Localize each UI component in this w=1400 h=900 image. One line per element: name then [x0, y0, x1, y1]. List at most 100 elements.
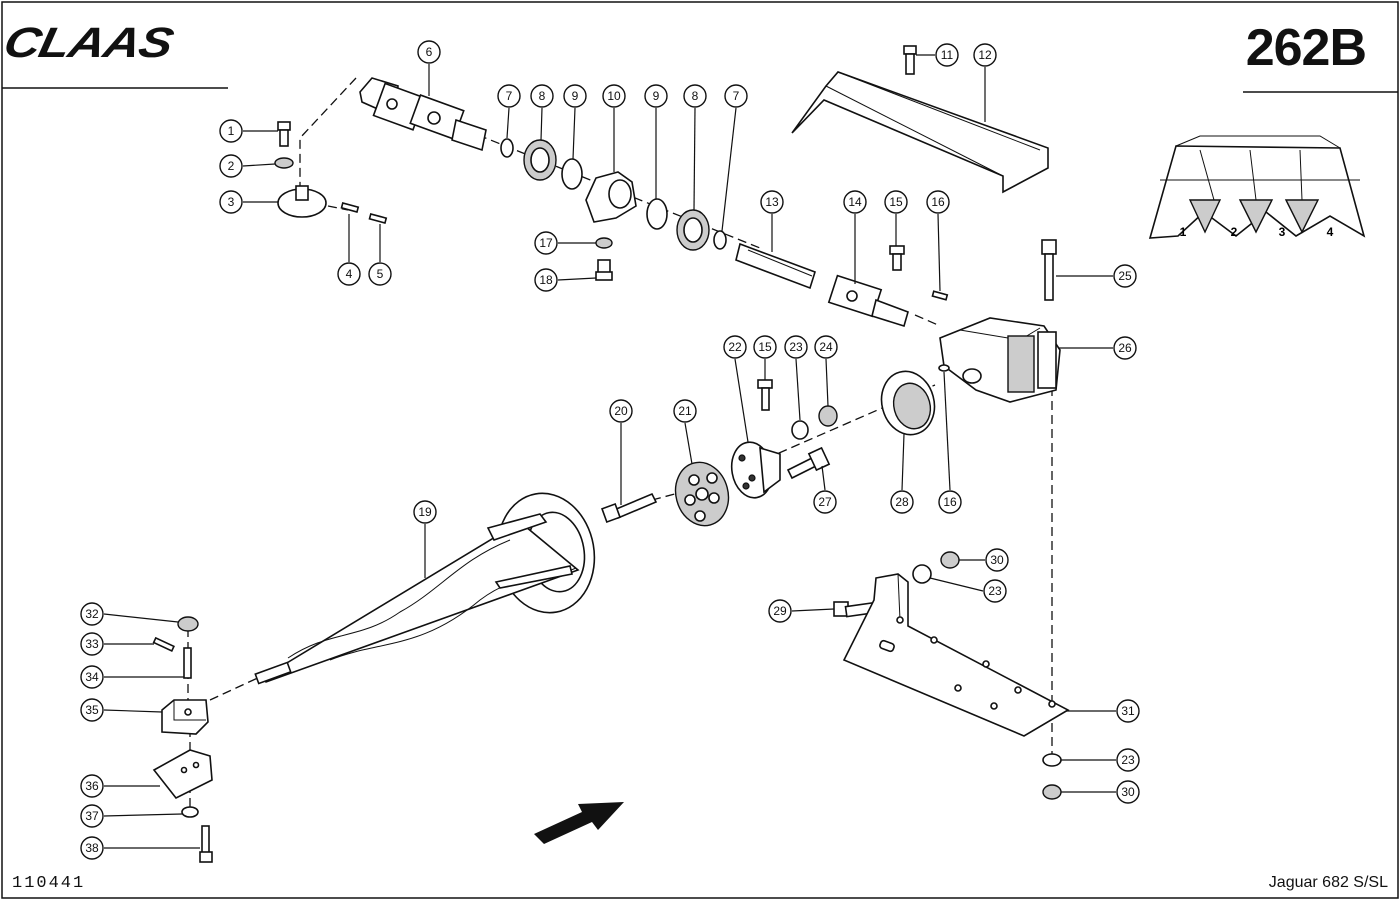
callout-12: 12: [973, 43, 997, 122]
drawing-number: 110441: [12, 874, 86, 893]
screw-part-11: [903, 45, 917, 75]
svg-text:11: 11: [941, 48, 954, 62]
bolt-part-27: [786, 446, 831, 480]
svg-text:25: 25: [1118, 269, 1132, 283]
svg-text:4: 4: [346, 267, 353, 281]
callout-17: 17: [534, 231, 596, 255]
callout-38: 38: [80, 836, 200, 860]
bolt-part-38: [199, 825, 213, 863]
nut-part-30b: [1042, 784, 1062, 800]
housing-part-10: [585, 171, 637, 223]
inset-row-label-4: 4: [1327, 225, 1334, 239]
callout-19: 19: [413, 500, 437, 578]
block-part-35: [161, 699, 209, 735]
svg-text:27: 27: [818, 495, 832, 509]
disc-part-28: [880, 370, 936, 436]
gearbox-part-26: [939, 317, 1061, 403]
callout-4: 4: [337, 214, 361, 286]
svg-text:36: 36: [85, 779, 99, 793]
callout-6: 6: [417, 40, 441, 96]
svg-text:8: 8: [539, 89, 546, 103]
callout-23a: 23: [784, 335, 808, 421]
svg-text:2: 2: [228, 159, 235, 173]
callout-15a: 15: [884, 190, 908, 246]
svg-text:7: 7: [733, 89, 740, 103]
pin-part-33: [152, 636, 175, 653]
callout-35: 35: [80, 698, 163, 722]
bolt-part-18: [595, 259, 613, 281]
washer-part-2: [274, 157, 294, 169]
svg-text:1: 1: [228, 124, 235, 138]
callout-7b: 7: [721, 84, 748, 232]
callout-20: 20: [609, 399, 633, 505]
bolt-part-25: [1041, 239, 1057, 301]
svg-text:29: 29: [773, 604, 787, 618]
coupling-part-21: [674, 461, 730, 527]
flange-part-3: [277, 185, 327, 218]
callout-31: 31: [1066, 699, 1140, 723]
callout-10: 10: [602, 84, 626, 172]
svg-text:8: 8: [692, 89, 699, 103]
callout-29: 29: [768, 599, 835, 623]
svg-text:15: 15: [889, 195, 903, 209]
wedge-part-36: [152, 749, 213, 800]
svg-text:33: 33: [85, 637, 99, 651]
svg-text:30: 30: [990, 553, 1004, 567]
callout-33: 33: [80, 632, 154, 656]
ring-part-9b: [646, 198, 668, 230]
callout-11: 11: [916, 43, 959, 67]
model-label: Jaguar 682 S/SL: [1268, 874, 1388, 891]
svg-text:19: 19: [418, 505, 432, 519]
svg-text:10: 10: [607, 89, 621, 103]
direction-arrow-icon: [534, 802, 624, 844]
washer-part-37: [181, 806, 199, 818]
svg-text:16: 16: [931, 195, 945, 209]
callout-24: 24: [814, 335, 838, 407]
screw-part-15b: [757, 379, 773, 411]
svg-text:7: 7: [506, 89, 513, 103]
callout-7a: 7: [497, 84, 521, 139]
callout-1: 1: [219, 119, 278, 143]
washer-part-17: [595, 237, 613, 249]
svg-text:38: 38: [85, 841, 99, 855]
callout-34: 34: [80, 665, 184, 689]
circlip-part-7a: [500, 138, 514, 158]
inset-row-label-2: 2: [1231, 225, 1238, 239]
cone-auger-part-19: [254, 492, 596, 685]
callout-28: 28: [890, 433, 914, 514]
screw-part-1: [277, 121, 291, 147]
callout-23b: 23: [929, 577, 1007, 603]
svg-text:6: 6: [426, 45, 433, 59]
inset-row-label-1: 1: [1180, 225, 1187, 239]
callout-26: 26: [1058, 336, 1137, 360]
callout-8a: 8: [530, 84, 554, 141]
svg-text:23: 23: [988, 584, 1002, 598]
key-part-16b: [938, 364, 950, 372]
inset-row-label-3: 3: [1279, 225, 1286, 239]
callout-23c: 23: [1061, 748, 1140, 772]
callout-27: 27: [813, 465, 837, 514]
svg-text:23: 23: [1121, 753, 1135, 767]
nut-part-24: [818, 405, 838, 427]
callout-30a: 30: [959, 548, 1009, 572]
svg-text:30: 30: [1121, 785, 1135, 799]
svg-text:14: 14: [848, 195, 862, 209]
svg-text:17: 17: [539, 236, 553, 250]
page-number: 262B: [1245, 19, 1367, 77]
bearing-part-8b: [676, 209, 710, 251]
svg-text:32: 32: [85, 607, 99, 621]
nut-part-30a: [940, 551, 960, 569]
svg-text:16: 16: [943, 495, 957, 509]
bolt-part-20: [601, 492, 658, 523]
callout-36: 36: [80, 774, 160, 798]
washer-part-23c: [1042, 753, 1062, 767]
key-part-16a: [931, 290, 949, 301]
cover-part-12: [791, 71, 1049, 194]
callout-14: 14: [843, 190, 867, 284]
svg-text:21: 21: [678, 404, 692, 418]
shaft-part-13: [735, 242, 816, 290]
svg-text:22: 22: [728, 340, 742, 354]
svg-text:5: 5: [377, 267, 384, 281]
callout-3: 3: [219, 190, 278, 214]
